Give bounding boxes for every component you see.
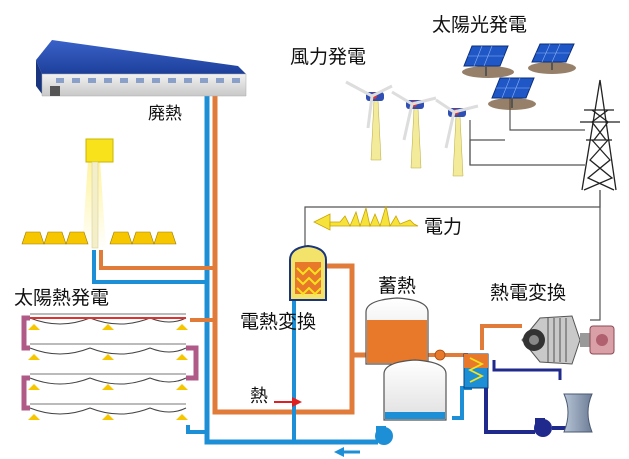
wind-turbine-1	[345, 80, 393, 161]
pipe-network	[92, 88, 574, 457]
hot-storage-tank	[365, 297, 429, 365]
exchanger-to-turbine-pipe	[480, 324, 522, 350]
pv-wire-2	[469, 139, 505, 165]
condenser-pump	[534, 418, 552, 437]
cooling-tower	[563, 393, 593, 433]
return-arrow-head	[334, 447, 344, 457]
hot-water-pipe-main	[212, 88, 355, 415]
factory-building	[36, 40, 247, 97]
wind-turbine-2	[391, 90, 437, 169]
label-wind-power: 風力発電	[290, 46, 367, 68]
heat-input-arrow	[274, 397, 302, 407]
electricity-signal	[313, 205, 419, 231]
wind-turbines	[345, 80, 479, 177]
label-heat: 熱	[250, 386, 268, 407]
label-heat-storage: 蓄熱	[378, 275, 417, 297]
trough-loop	[21, 315, 199, 411]
label-thermo-electric: 熱電変換	[490, 282, 567, 304]
pv-panels	[462, 43, 576, 110]
trough-cold-pipe	[186, 425, 207, 434]
parabolic-trough-field	[21, 313, 199, 420]
cold-storage-tank	[383, 359, 447, 421]
heater-to-storage-pipe	[322, 263, 368, 358]
cold-water-pipe-main	[204, 88, 378, 445]
electric-heater-tank	[289, 244, 327, 301]
label-solar-pv: 太陽光発電	[432, 14, 528, 36]
cold-storage-pipe	[452, 386, 472, 420]
tower-hot-pipe	[99, 250, 215, 270]
hot-tank-valve	[434, 349, 446, 361]
grid-to-turbine-wire	[590, 190, 601, 321]
solar-power-tower	[82, 138, 114, 250]
steam-turbine	[521, 315, 615, 365]
label-electricity: 電力	[424, 216, 463, 238]
heat-exchanger	[463, 353, 489, 389]
electricity-arrow-head	[313, 213, 331, 231]
label-electro-thermal: 電熱変換	[240, 311, 317, 333]
label-waste-heat: 廃熱	[148, 104, 182, 124]
tower-cold-pipe	[92, 250, 207, 284]
cold-pump	[375, 426, 393, 445]
heliostat-field	[21, 231, 177, 245]
electricity-waveform	[329, 205, 419, 228]
transmission-tower	[580, 79, 620, 191]
label-solar-thermal: 太陽熱発電	[14, 287, 110, 309]
turbine-to-condenser-pipe	[492, 360, 562, 380]
wind-turbine-3	[435, 98, 479, 177]
wind-to-grid-wire	[469, 120, 585, 166]
condenser-loop-pipe	[484, 388, 535, 434]
